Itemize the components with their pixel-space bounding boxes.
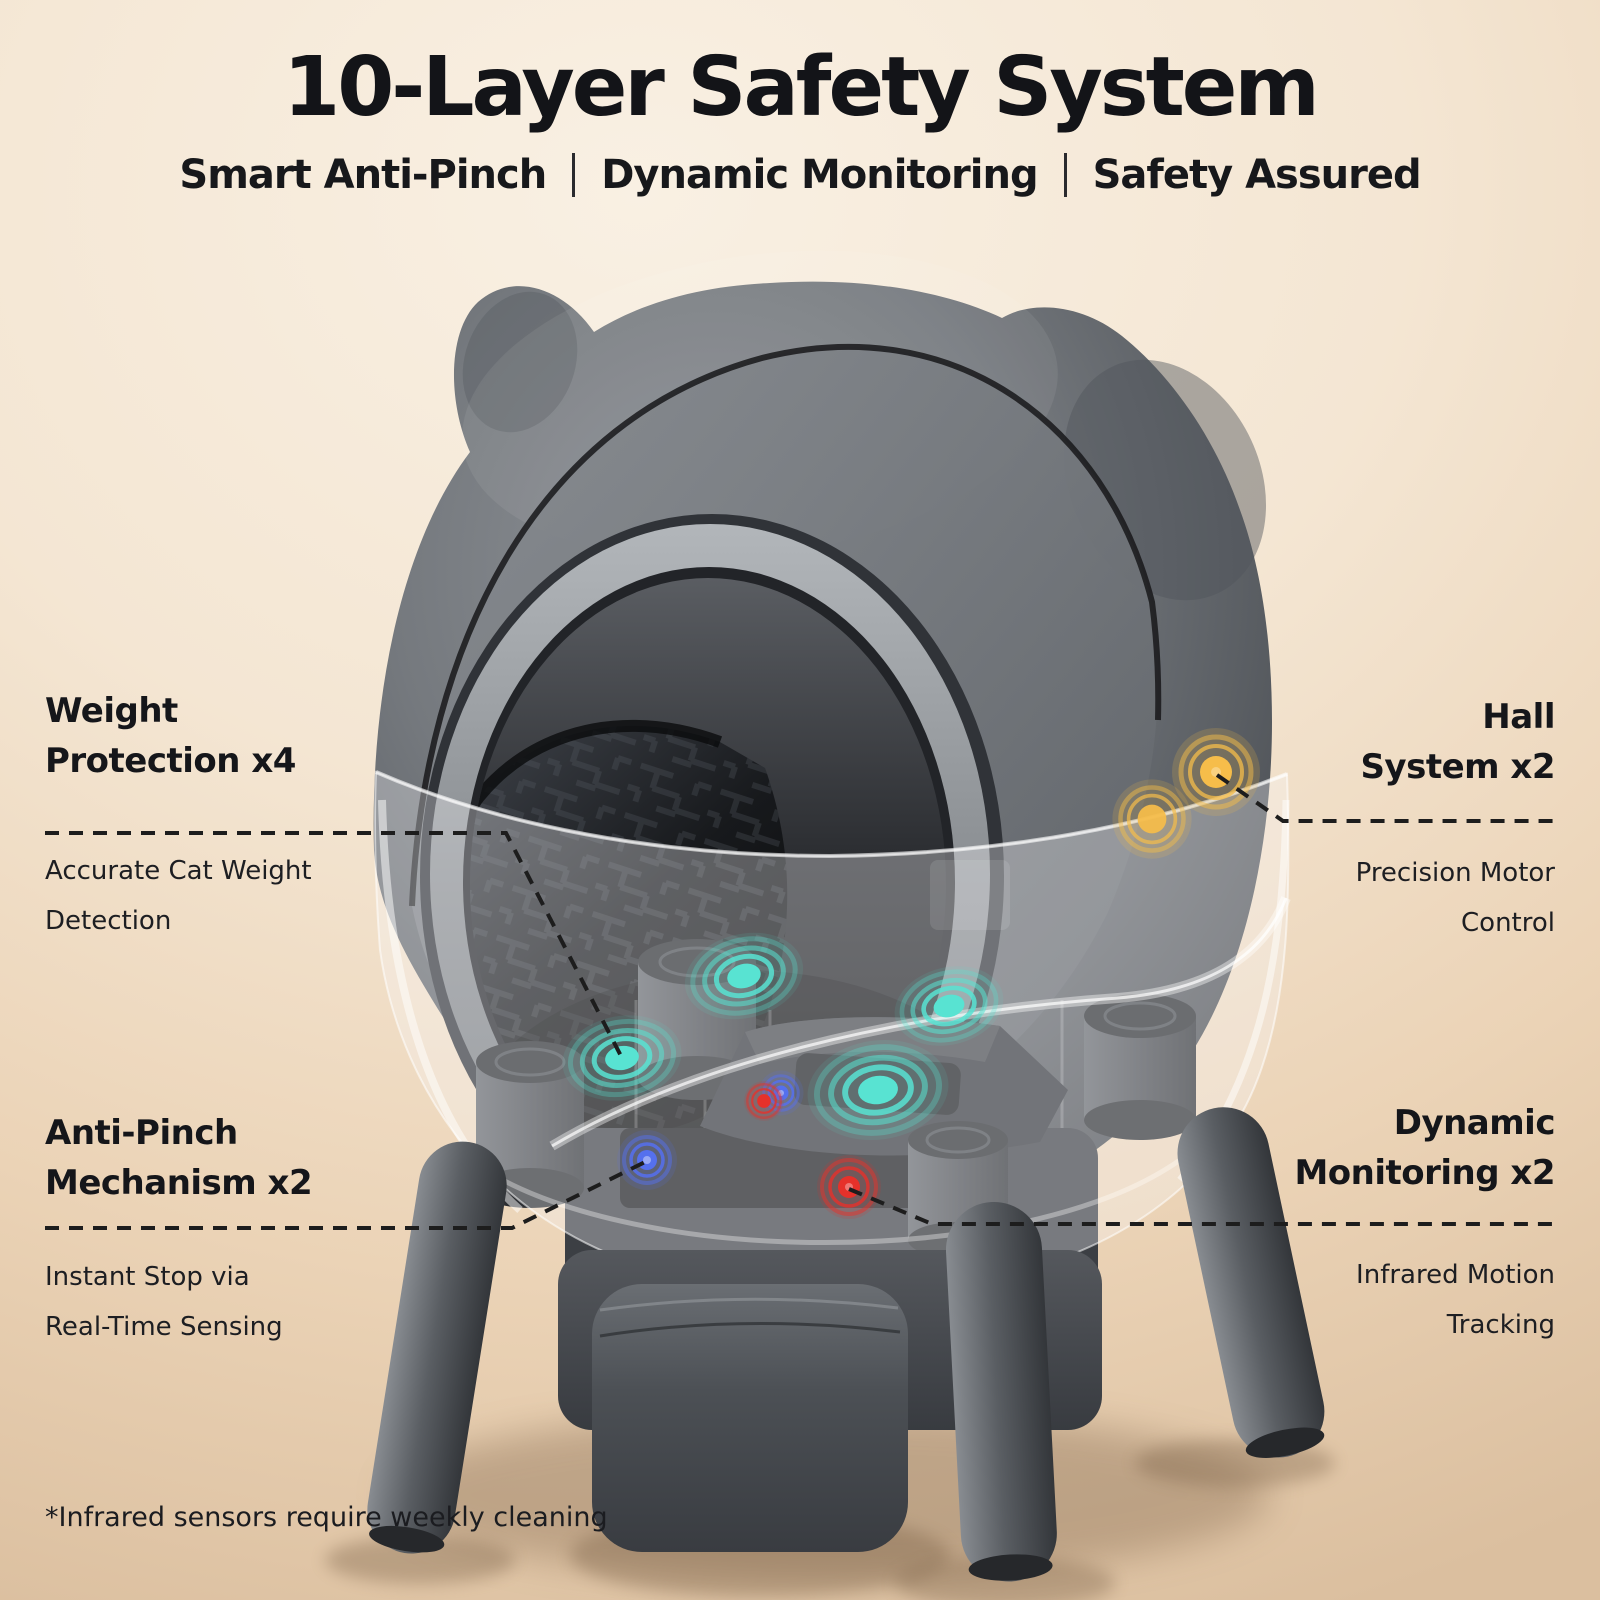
hall-sensor-dot — [1112, 779, 1192, 859]
callout-description: Infrared Motion Tracking — [1356, 1260, 1555, 1340]
subtitle-item: Safety Assured — [1092, 152, 1422, 198]
callout-dynamic-monitoring: Dynamic Monitoring x2 Infrared Motion Tr… — [1135, 1098, 1555, 1350]
infrared-sensor-indicators — [744, 1081, 881, 1219]
subtitle-divider — [1063, 153, 1067, 197]
callout-description: Accurate Cat Weight Detection — [45, 856, 312, 936]
front-right-leg — [945, 1201, 1057, 1582]
weight-sensor-dot — [562, 1015, 682, 1101]
callout-hall-system: Hall System x2 Precision Motor Control — [1135, 692, 1556, 948]
callout-title: Hall System x2 — [1360, 697, 1555, 787]
weight-sensor-indicators — [562, 932, 1004, 1141]
header: 10-Layer Safety System Smart Anti-Pinch … — [0, 40, 1600, 198]
subtitle-item: Dynamic Monitoring — [601, 152, 1038, 198]
callout-description: Precision Motor Control — [1355, 858, 1555, 938]
front-left-leg — [367, 1141, 507, 1554]
page-title: 10-Layer Safety System — [283, 40, 1320, 135]
hall-connector-line — [1215, 773, 1557, 823]
weight-sensor-posts-back — [638, 939, 1196, 1140]
dynamic-connector-line — [848, 1187, 1557, 1226]
connector-lines — [45, 773, 1557, 1230]
translucent-cover — [374, 770, 1291, 1294]
weight-sensor-dot — [807, 1039, 949, 1141]
weight-sensor-dot — [684, 932, 804, 1020]
subtitle-item: Smart Anti-Pinch — [179, 152, 547, 198]
rear-right-leg — [1177, 1107, 1325, 1458]
anti-pinch-sensor-dot — [617, 1130, 677, 1190]
anti-pinch-sensor-dot — [758, 1070, 804, 1116]
subtitle: Smart Anti-Pinch Dynamic Monitoring Safe… — [0, 152, 1600, 198]
infrared-sensor-dot — [817, 1155, 881, 1219]
hall-sensor-indicators — [1112, 728, 1260, 859]
waste-drawer — [592, 1284, 908, 1552]
sensor-post — [1084, 994, 1196, 1140]
subtitle-divider — [572, 153, 576, 197]
infrared-sensor-dot — [744, 1081, 784, 1121]
callout-title: Dynamic Monitoring x2 — [1294, 1103, 1555, 1193]
anti-pinch-connector-line — [45, 1160, 646, 1230]
left-ear-shading — [462, 291, 578, 433]
callout-description: Instant Stop via Real-Time Sensing — [45, 1262, 283, 1342]
weight-sensor-dot — [894, 966, 1004, 1046]
callout-title: Anti-Pinch Mechanism x2 — [45, 1113, 313, 1203]
hall-sensor-dot — [1172, 728, 1260, 816]
footnote: *Infrared sensors require weekly cleanin… — [45, 1502, 608, 1533]
callout-title: Weight Protection x4 — [45, 691, 296, 781]
door-seam — [409, 343, 1162, 907]
weight-connector-line — [45, 831, 623, 1057]
anti-pinch-sensor-indicators — [617, 1070, 804, 1190]
callout-anti-pinch: Anti-Pinch Mechanism x2 Instant Stop via… — [45, 1108, 465, 1352]
callout-weight-protection: Weight Protection x4 Accurate Cat Weight… — [45, 686, 465, 946]
legs — [367, 1107, 1325, 1582]
